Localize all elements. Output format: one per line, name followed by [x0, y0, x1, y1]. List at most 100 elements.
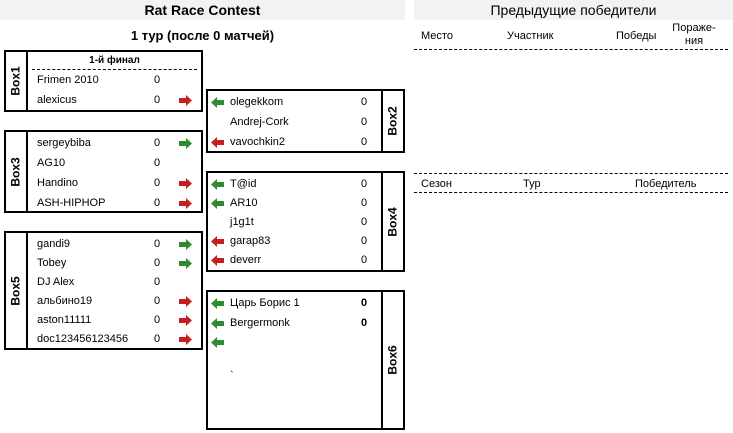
box4: Box4 T@id 0 AR10 0 j1g1t 0 garap83 0 dev… — [206, 171, 405, 272]
player-score: 0 — [153, 94, 161, 106]
box3-label: Box3 — [6, 132, 28, 211]
final-divider — [32, 69, 197, 70]
player-name: Bergermonk — [230, 317, 290, 329]
box1-label: Box1 — [6, 52, 28, 110]
player-name: DJ Alex — [37, 276, 75, 288]
green-left-arrow-icon — [211, 318, 224, 329]
box3: Box3 sergeybiba 0 AG10 0 Handino 0 ASH-H… — [4, 130, 203, 213]
player-name: vavochkin2 — [230, 136, 286, 148]
red-right-arrow-icon — [179, 334, 192, 345]
box6-player-row: Царь Борис 1 0 — [208, 294, 383, 314]
player-name: T@id — [230, 178, 257, 190]
box3-player-row: ASH-HIPHOP 0 — [6, 194, 201, 214]
player-score: 0 — [153, 197, 161, 209]
player-score: 0 — [360, 216, 368, 228]
box3-player-row: sergeybiba 0 — [6, 134, 201, 154]
player-name: AG10 — [37, 157, 66, 169]
box5-player-row: doc123456123456 0 — [6, 330, 201, 350]
player-name: alexicus — [37, 94, 77, 106]
box5-player-row: gandi9 0 — [6, 235, 201, 255]
prev-winners-title: Предыдущие победители — [490, 2, 657, 18]
player-score: 0 — [360, 317, 368, 329]
player-name: ASH-HIPHOP — [37, 197, 106, 209]
contest-title: Rat Race Contest — [144, 2, 261, 18]
col-season: Сезон — [421, 178, 452, 190]
box3-player-row: Handino 0 — [6, 174, 201, 194]
green-left-arrow-icon — [211, 97, 224, 108]
box6: Box6 Царь Борис 1 0 Bergermonk 0 ` — [206, 290, 405, 430]
stray-mark: ` — [230, 370, 234, 382]
player-score: 0 — [360, 178, 368, 190]
player-name: deverr — [230, 254, 262, 266]
player-name: j1g1t — [230, 216, 254, 228]
red-right-arrow-icon — [179, 178, 192, 189]
standings-header-divider — [414, 49, 728, 50]
seasons-top-divider — [414, 173, 728, 174]
box2-label: Box2 — [381, 91, 403, 151]
player-name: Царь Борис 1 — [230, 297, 300, 309]
player-name: Tobey — [37, 257, 67, 269]
col-losses: Пораже-ния — [672, 22, 716, 47]
box4-player-row: AR10 0 — [208, 194, 383, 214]
player-score: 0 — [360, 297, 368, 309]
prev-winners-header-bar — [414, 0, 733, 20]
box4-player-row: j1g1t 0 — [208, 213, 383, 233]
player-score: 0 — [153, 238, 161, 250]
player-score: 0 — [153, 74, 161, 86]
player-score: 0 — [360, 136, 368, 148]
green-left-arrow-icon — [211, 198, 224, 209]
red-right-arrow-icon — [179, 95, 192, 106]
box2: Box2 olegekkom 0 Andrej-Cork 0 vavochkin… — [206, 89, 405, 153]
box5-player-row: Tobey 0 — [6, 254, 201, 274]
red-right-arrow-icon — [179, 315, 192, 326]
box6-player-row: Bergermonk 0 — [208, 314, 383, 334]
box2-player-row: Andrej-Cork 0 — [208, 113, 383, 133]
box6-player-row — [208, 333, 383, 353]
red-left-arrow-icon — [211, 255, 224, 266]
box3-player-row: AG10 0 — [6, 154, 201, 174]
red-right-arrow-icon — [179, 198, 192, 209]
green-right-arrow-icon — [179, 258, 192, 269]
box6-label: Box6 — [381, 292, 403, 428]
red-left-arrow-icon — [211, 137, 224, 148]
player-name: Andrej-Cork — [230, 116, 289, 128]
round-title: 1 тур (после 0 матчей) — [130, 28, 275, 43]
box4-player-row: deverr 0 — [208, 251, 383, 271]
seasons-header-divider — [414, 192, 728, 193]
box5-player-row: DJ Alex 0 — [6, 273, 201, 293]
col-round: Тур — [523, 178, 541, 190]
player-score: 0 — [153, 137, 161, 149]
green-right-arrow-icon — [179, 239, 192, 250]
col-participant: Участник — [507, 30, 554, 42]
box1-player-row: Frimen 2010 0 — [6, 71, 201, 91]
final-label: 1-й финал — [89, 55, 140, 66]
player-name: Handino — [37, 177, 78, 189]
col-winner: Победитель — [635, 178, 697, 190]
box1-player-row: alexicus 0 — [6, 91, 201, 111]
player-score: 0 — [360, 254, 368, 266]
box2-player-row: olegekkom 0 — [208, 93, 383, 113]
player-name: альбино19 — [37, 295, 93, 307]
player-name: AR10 — [230, 197, 258, 209]
player-score: 0 — [153, 157, 161, 169]
box1: Box1 1-й финал Frimen 2010 0 alexicus 0 — [4, 50, 203, 112]
col-place: Место — [421, 30, 453, 42]
player-score: 0 — [153, 333, 161, 345]
box5-player-row: альбино19 0 — [6, 292, 201, 312]
player-name: olegekkom — [230, 96, 284, 108]
player-score: 0 — [360, 96, 368, 108]
green-right-arrow-icon — [179, 138, 192, 149]
contest-header-bar — [0, 0, 405, 20]
box4-player-row: garap83 0 — [208, 232, 383, 252]
player-name: Frimen 2010 — [37, 74, 99, 86]
player-score: 0 — [360, 116, 368, 128]
player-score: 0 — [360, 235, 368, 247]
box4-label: Box4 — [381, 173, 403, 270]
green-left-arrow-icon — [211, 179, 224, 190]
player-score: 0 — [360, 197, 368, 209]
box5-label: Box5 — [6, 233, 28, 348]
player-name: gandi9 — [37, 238, 71, 250]
player-score: 0 — [153, 314, 161, 326]
player-score: 0 — [153, 257, 161, 269]
box5-player-row: aston11111 0 — [6, 311, 201, 331]
